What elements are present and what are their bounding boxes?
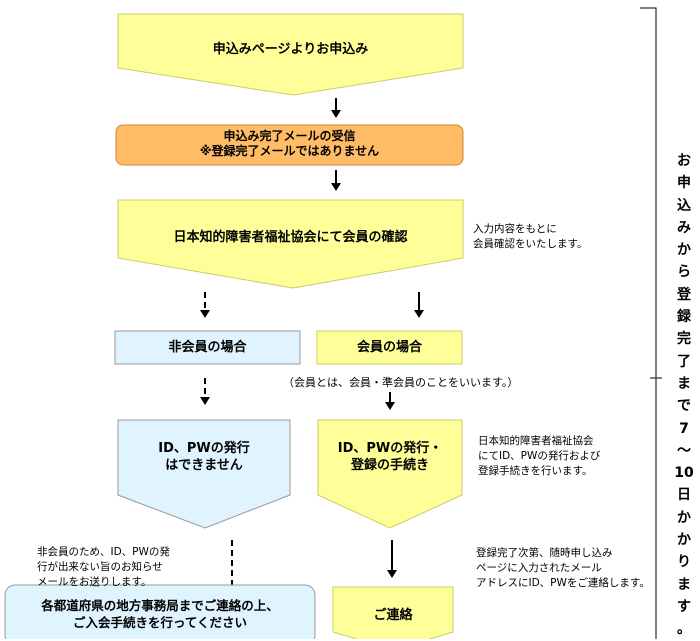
confirm-note: 入力内容をもとに 会員確認をいたします。 <box>473 222 587 252</box>
contact-note: 登録完了次第、随時申し込み ページに入力されたメール アドレスにID、PWをご連… <box>476 546 650 591</box>
issue-note-line-3: 登録手続きを行います。 <box>478 465 593 477</box>
side-label-char: 日 <box>677 487 691 504</box>
receive-note: ※登録完了メールではありません <box>199 144 380 158</box>
nonmember-note-line-3: メールをお送りします。 <box>37 576 152 588</box>
nonmember-note-line-2: 行が出来ない旨のお知らせ <box>37 561 163 573</box>
side-label-char: 10 <box>674 465 694 482</box>
side-label-char: 了 <box>677 353 691 370</box>
side-label-char: で <box>677 398 691 415</box>
side-label-char: か <box>677 509 691 526</box>
side-label-char: ら <box>677 264 691 281</box>
arrow-member <box>414 292 424 318</box>
arrow-issue <box>385 392 395 410</box>
side-label-char: ま <box>677 576 691 593</box>
no-id-line-1: ID、PWの発行 <box>158 441 250 456</box>
side-label-char: ま <box>677 375 691 392</box>
side-label-char: 7 <box>679 420 689 437</box>
side-label-char: 。 <box>677 621 691 638</box>
side-label-char: お <box>677 153 691 169</box>
nonmember-note-line-1: 非会員のため、ID、PWの発 <box>37 546 170 558</box>
side-bracket <box>640 7 662 639</box>
side-label-char: 登 <box>677 286 691 303</box>
arrow-1 <box>331 98 341 118</box>
contact-label: ご連絡 <box>373 608 413 623</box>
nonmember-label: 非会員の場合 <box>168 340 247 355</box>
issue-shape <box>317 419 463 529</box>
nonmember-note: 非会員のため、ID、PWの発 行が出来ない旨のお知らせ メールをお送りします。 <box>37 545 170 590</box>
arrow-nonmember <box>200 292 210 318</box>
side-label-char: か <box>677 532 691 549</box>
issue-note-line-2: にてID、PWの発行および <box>478 450 601 462</box>
no-id-shape <box>117 419 291 529</box>
no-id-label: ID、PWの発行 はできません <box>118 440 290 474</box>
regional-label: 各都道府県の地方事務局までご連絡の上、 ご入会手続きを行ってください <box>5 597 315 631</box>
issue-note: 日本知的障害者福祉協会 にてID、PWの発行および 登録手続きを行います。 <box>478 434 600 479</box>
contact-note-line-3: アドレスにID、PWをご連絡します。 <box>476 577 650 589</box>
member-definition-note: （会員とは、会員・準会員のことをいいます。） <box>283 376 519 389</box>
side-label-char: か <box>677 242 691 259</box>
issue-note-line-1: 日本知的障害者福祉協会 <box>478 435 594 447</box>
issue-label: ID、PWの発行・ 登録の手続き <box>318 440 462 474</box>
apply-label: 申込みページよりお申込み <box>212 42 369 57</box>
contact-note-line-2: ページに入力されたメール <box>476 562 602 574</box>
side-label-char: 録 <box>677 309 691 326</box>
side-label-char: み <box>677 219 691 236</box>
receive-title: 申込み完了メールの受信 <box>223 129 356 143</box>
arrow-contact <box>387 540 397 578</box>
side-label-char: 〜 <box>677 442 691 459</box>
arrow-2 <box>331 170 341 191</box>
member-shape <box>316 330 463 365</box>
issue-line-2: 登録の手続き <box>350 458 429 473</box>
side-label-char: 完 <box>677 331 691 348</box>
side-label-char: 申 <box>677 175 691 192</box>
regional-shape <box>4 584 316 639</box>
regional-line-2: ご入会手続きを行ってください <box>72 615 247 630</box>
nonmember-shape <box>114 330 301 365</box>
side-label-char: す <box>677 598 691 615</box>
regional-line-1: 各都道府県の地方事務局までご連絡の上、 <box>41 598 279 613</box>
issue-line-1: ID、PWの発行・ <box>337 441 443 456</box>
contact-shape <box>332 586 454 639</box>
member-label: 会員の場合 <box>356 340 422 355</box>
side-label-char: り <box>677 554 691 571</box>
receive-label: 申込み完了メールの受信 ※登録完了メールではありません <box>116 129 463 159</box>
apply-shape <box>117 13 464 96</box>
receive-shape <box>115 124 464 166</box>
no-id-line-2: はできません <box>165 458 243 473</box>
side-label-char: 込 <box>677 197 691 214</box>
confirm-label: 日本知的障害者福祉協会にて会員の確認 <box>173 230 408 245</box>
contact-note-line-1: 登録完了次第、随時申し込み <box>476 547 613 559</box>
confirm-note-line-2: 会員確認をいたします。 <box>473 238 588 250</box>
confirm-note-line-1: 入力内容をもとに <box>473 223 557 235</box>
arrow-no-id <box>200 378 210 405</box>
confirm-shape <box>117 199 464 289</box>
